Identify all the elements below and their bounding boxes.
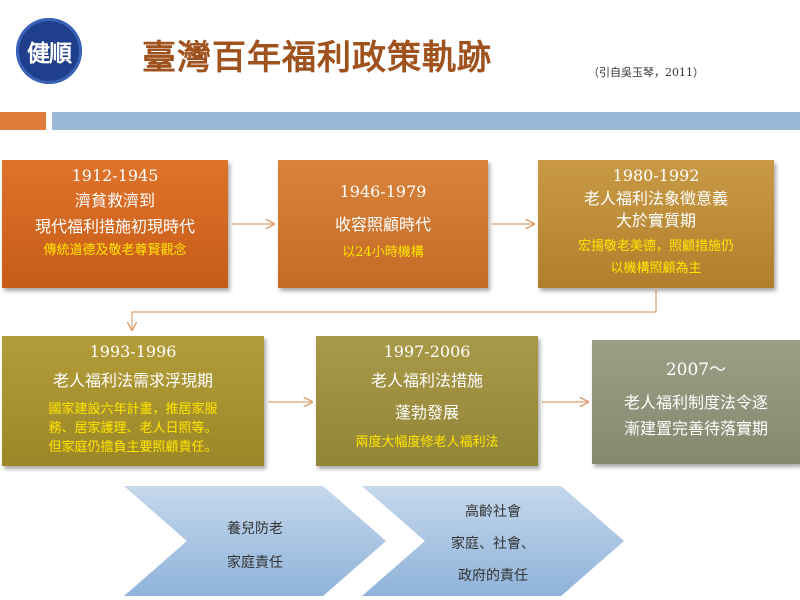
period-note: 兩度大幅度修老人福利法 bbox=[355, 435, 499, 450]
period-description: 蓬勃發展 bbox=[394, 403, 459, 422]
accent-bar-blue bbox=[52, 112, 800, 130]
period-note: 務、居家護理、老人日照等。 bbox=[48, 421, 218, 436]
logo: 健順 bbox=[16, 18, 82, 84]
period-label: 2007～ bbox=[665, 360, 727, 380]
period-label: 1980-1992 bbox=[612, 166, 700, 185]
arrow-3-4 bbox=[132, 290, 657, 330]
timeline-box-1912-1945: 1912-1945 濟貧救濟到 現代福利措施初現時代 傳統道德及敬老尊賢觀念 bbox=[2, 160, 228, 288]
period-note: 以24小時機構 bbox=[342, 245, 424, 260]
stage-label: 家庭責任 bbox=[227, 555, 283, 571]
stage-label: 家庭、社會、 bbox=[451, 536, 535, 552]
period-label: 1993-1996 bbox=[89, 342, 177, 361]
period-label: 1912-1945 bbox=[71, 166, 159, 185]
period-note: 傳統道德及敬老尊賢觀念 bbox=[43, 243, 187, 258]
period-description: 現代福利措施初現時代 bbox=[34, 217, 195, 236]
period-description: 老人福利法措施 bbox=[370, 371, 483, 390]
period-note: 國家建設六年計畫，推居家服 bbox=[48, 402, 218, 417]
period-note: 以機構照顧為主 bbox=[610, 261, 702, 276]
period-label: 1997-2006 bbox=[383, 342, 471, 361]
period-description: 老人福利法象徵意義 bbox=[583, 189, 728, 208]
stage-label: 高齡社會 bbox=[465, 504, 521, 520]
stage-label: 養兒防老 bbox=[227, 521, 283, 537]
period-description: 濟貧救濟到 bbox=[74, 191, 155, 210]
timeline-box-1946-1979: 1946-1979 收容照顧時代 以24小時機構 bbox=[278, 160, 488, 288]
page-title: 臺灣百年福利政策軌跡 bbox=[142, 38, 492, 78]
period-description: 收容照顧時代 bbox=[334, 215, 431, 234]
accent-bar-orange bbox=[0, 112, 46, 130]
timeline-box-1997-2006: 1997-2006 老人福利法措施 蓬勃發展 兩度大幅度修老人福利法 bbox=[316, 336, 538, 466]
period-description: 漸建置完善待落實期 bbox=[623, 419, 768, 438]
period-note: 但家庭仍擔負主要照顧責任。 bbox=[48, 440, 218, 455]
stage-label: 政府的責任 bbox=[458, 568, 528, 584]
timeline-box-1980-1992: 1980-1992 老人福利法象徵意義 大於實質期 宏揚敬老美德，照顧措施仍 以… bbox=[538, 160, 774, 288]
period-description: 老人福利法需求浮現期 bbox=[52, 371, 213, 390]
timeline-box-2007: 2007～ 老人福利制度法令逐 漸建置完善待落實期 bbox=[592, 340, 800, 464]
period-label: 1946-1979 bbox=[339, 182, 427, 201]
citation: （引自吳玉琴，2011） bbox=[588, 66, 704, 79]
period-description: 大於實質期 bbox=[615, 211, 696, 230]
timeline-box-1993-1996: 1993-1996 老人福利法需求浮現期 國家建設六年計畫，推居家服 務、居家護… bbox=[2, 336, 264, 466]
period-description: 老人福利制度法令逐 bbox=[623, 393, 768, 412]
stage-chevron-aging-society: 高齡社會 家庭、社會、 政府的責任 bbox=[362, 486, 624, 596]
period-note: 宏揚敬老美德，照顧措施仍 bbox=[577, 239, 734, 254]
